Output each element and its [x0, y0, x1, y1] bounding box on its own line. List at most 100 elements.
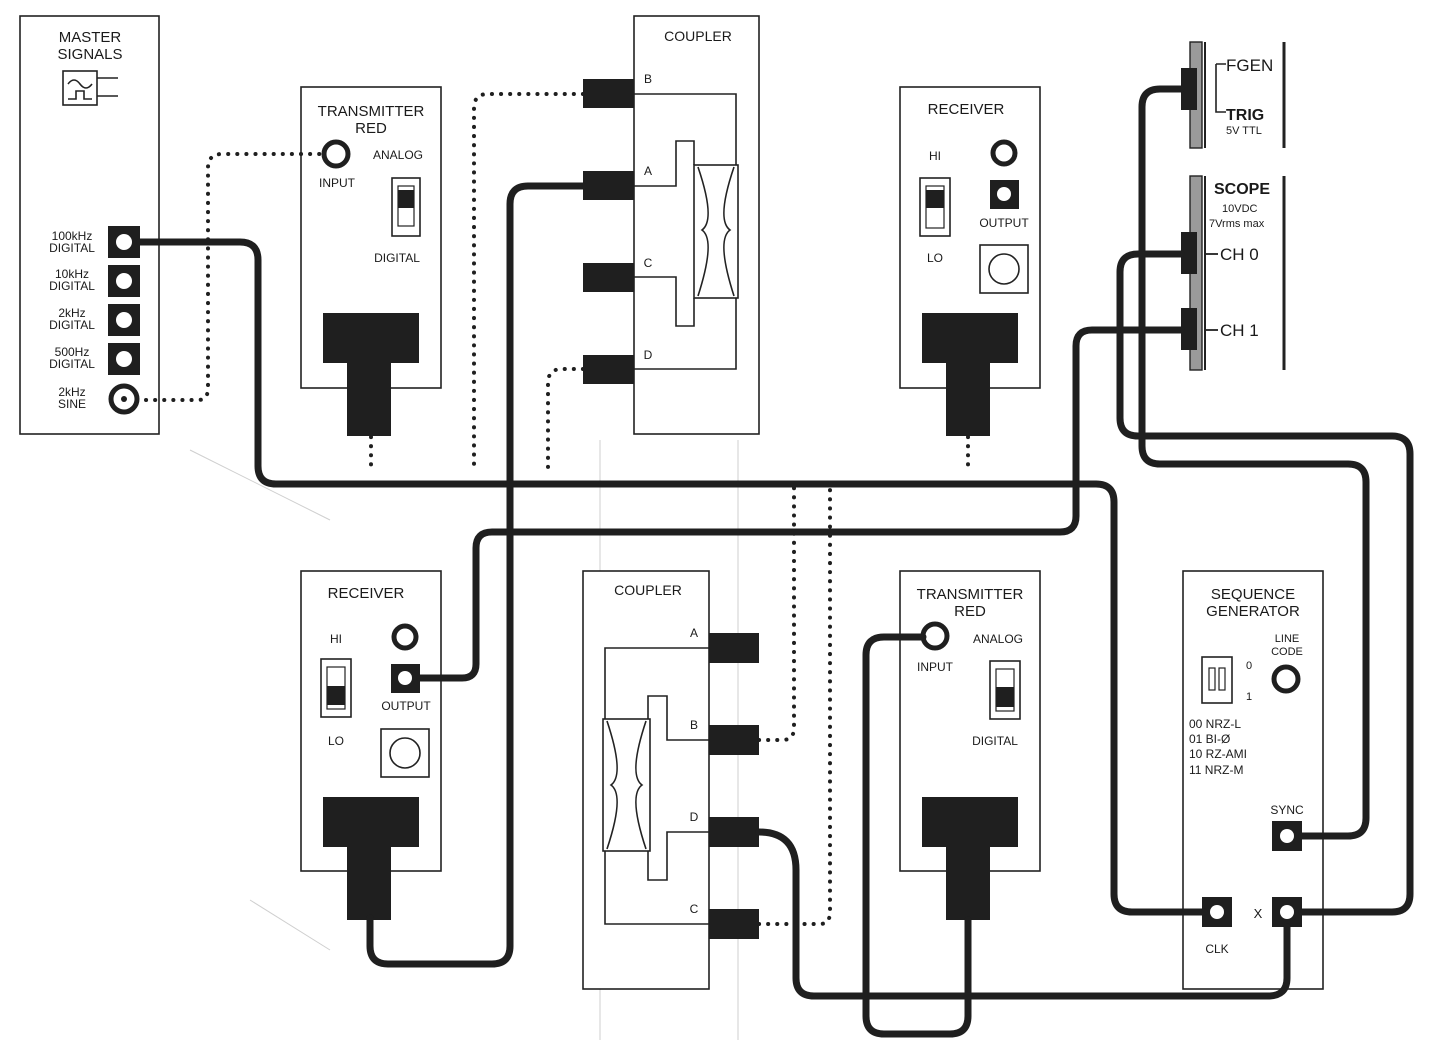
cable-ch0-to-x [1116, 250, 1414, 916]
coupler-bottom-internal-fibers [602, 647, 709, 925]
receiver-bottom-fiber-port[interactable] [323, 797, 419, 920]
coupler-bottom-port-b-label: B [690, 718, 698, 732]
coupler-bottom-port-a[interactable] [709, 633, 759, 663]
cable-100khz-to-clk [136, 238, 1208, 916]
sequence-generator-panel: SEQUENCE GENERATOR LINE CODE 0 1 00 NRZ-… [1182, 570, 1324, 990]
output-100khz-socket[interactable] [108, 226, 140, 258]
coupler-top-port-c[interactable] [583, 263, 634, 292]
sync-label: SYNC [1270, 803, 1304, 817]
output-100khz-label-1: 100kHz [52, 229, 93, 243]
master-signals-title-2: SIGNALS [57, 46, 122, 63]
output-2khz-label-2: DIGITAL [49, 318, 95, 332]
receiver-bottom-aux-socket[interactable] [391, 623, 419, 651]
cable-fgen-to-sync [1138, 85, 1370, 840]
code-11-label: 11 NRZ-M [1189, 763, 1243, 777]
ch1-label: CH 1 [1220, 321, 1259, 340]
transmitter-top-analog-label: ANALOG [373, 148, 423, 162]
transmitter-top-title-1: TRANSMITTER [318, 103, 425, 120]
transmitter-top-digital-label: DIGITAL [374, 251, 420, 265]
dotted-links [144, 92, 970, 926]
coupler-bottom-port-d-label: D [690, 810, 699, 824]
coupler-top-port-d-label: D [644, 348, 653, 362]
receiver-top-gain-switch[interactable] [919, 177, 951, 237]
clk-label: CLK [1205, 942, 1228, 956]
cables [136, 85, 1414, 1038]
transmitter-bottom-title-2: RED [954, 603, 986, 620]
dotted-link-sine-to-tx-input [144, 152, 324, 402]
receiver-top-level-knob[interactable] [979, 244, 1029, 294]
output-100khz-label-2: DIGITAL [49, 241, 95, 255]
instrument-panel: FGEN TRIG 5V TTL SCOPE 10VDC 7Vrms max C… [1181, 41, 1286, 371]
cable-coupler-d-to-x [755, 828, 1291, 1000]
receiver-top-lo-label: LO [927, 251, 943, 265]
output-10khz-socket[interactable] [108, 265, 140, 297]
coupler-top-port-a[interactable] [583, 171, 634, 200]
output-10khz-label-2: DIGITAL [49, 279, 95, 293]
receiver-bottom-title: RECEIVER [328, 585, 405, 602]
fgen-connector[interactable] [1181, 68, 1197, 110]
coupler-bottom-port-c-label: C [690, 902, 699, 916]
transmitter-bottom-input-socket[interactable] [920, 621, 950, 651]
cable-tx-input-to-tx-fiber [862, 633, 972, 1038]
receiver-top-title: RECEIVER [928, 101, 1005, 118]
receiver-top-hi-label: HI [929, 149, 941, 163]
coupler-bottom-title: COUPLER [614, 582, 682, 598]
transmitter-top-mode-switch[interactable] [391, 177, 421, 237]
receiver-top-output-socket[interactable] [990, 180, 1019, 209]
receiver-top-aux-socket[interactable] [990, 139, 1018, 167]
coupler-bottom-port-c[interactable] [709, 909, 759, 939]
x-label: X [1254, 906, 1263, 921]
dotted-link-coupler-b-bottom [757, 482, 796, 742]
scope-ch1-connector[interactable] [1181, 308, 1197, 350]
sequence-generator-title-1: SEQUENCE [1211, 586, 1295, 603]
coupler-top-port-a-label: A [644, 164, 652, 178]
receiver-bottom-panel: RECEIVER HI LO OUTPUT [300, 570, 442, 920]
output-2khz-label-1: 2kHz [58, 306, 85, 320]
receiver-bottom-gain-switch[interactable] [320, 658, 352, 718]
code-01-label: 01 BI-Ø [1189, 732, 1230, 746]
transmitter-bottom-digital-label: DIGITAL [972, 734, 1018, 748]
master-signals-title-1: MASTER [59, 29, 122, 46]
signal-generator-icon [62, 70, 118, 106]
sync-socket[interactable] [1272, 821, 1302, 851]
output-2khz-socket[interactable] [108, 304, 140, 336]
cable-coupler-a-to-rx-bottom-fiber [366, 182, 587, 968]
receiver-top-output-label: OUTPUT [979, 216, 1029, 230]
coupler-bottom-port-b[interactable] [709, 725, 759, 755]
line-code-label-2: CODE [1271, 646, 1303, 658]
receiver-bottom-hi-label: HI [330, 632, 342, 646]
receiver-bottom-output-socket[interactable] [391, 664, 420, 693]
receiver-bottom-level-knob[interactable] [380, 728, 430, 778]
output-2khz-sine-socket[interactable] [108, 383, 140, 415]
transmitter-top-input-socket[interactable] [321, 139, 351, 169]
scope-label: SCOPE [1214, 181, 1270, 198]
output-500hz-socket[interactable] [108, 343, 140, 375]
coupler-top-port-b[interactable] [583, 79, 634, 108]
transmitter-top-fiber-port[interactable] [323, 313, 419, 436]
coupler-top-port-b-label: B [644, 72, 652, 86]
line-code-dip-switch[interactable] [1201, 656, 1233, 704]
coupler-top-port-d[interactable] [583, 355, 634, 384]
fgen-label: FGEN [1226, 56, 1273, 75]
transmitter-bottom-mode-switch[interactable] [989, 660, 1021, 720]
output-2khz-sine-label-1: 2kHz [58, 385, 85, 399]
transmitter-top-input-label: INPUT [319, 176, 356, 190]
code-10-label: 10 RZ-AMI [1189, 747, 1247, 761]
dotted-link-coupler-b [472, 92, 585, 472]
scope-ch0-connector[interactable] [1181, 232, 1197, 274]
line-code-socket[interactable] [1271, 664, 1301, 694]
coupler-top-internal-fibers [634, 93, 739, 370]
transmitter-bottom-panel: TRANSMITTER RED INPUT ANALOG DIGITAL [899, 570, 1041, 920]
coupler-top-title: COUPLER [664, 28, 732, 44]
trig-label: TRIG [1226, 107, 1264, 124]
switch-0-label: 0 [1246, 660, 1252, 672]
transmitter-bottom-input-label: INPUT [917, 660, 954, 674]
x-socket[interactable] [1272, 897, 1302, 927]
output-10khz-label-1: 10kHz [55, 267, 89, 281]
scope-sublabel-1: 10VDC [1222, 203, 1258, 215]
coupler-bottom-port-d[interactable] [709, 817, 759, 847]
transmitter-bottom-fiber-port[interactable] [922, 797, 1018, 920]
sequence-generator-title-2: GENERATOR [1206, 603, 1300, 620]
transmitter-bottom-title-1: TRANSMITTER [917, 586, 1024, 603]
receiver-top-fiber-port[interactable] [922, 313, 1018, 436]
